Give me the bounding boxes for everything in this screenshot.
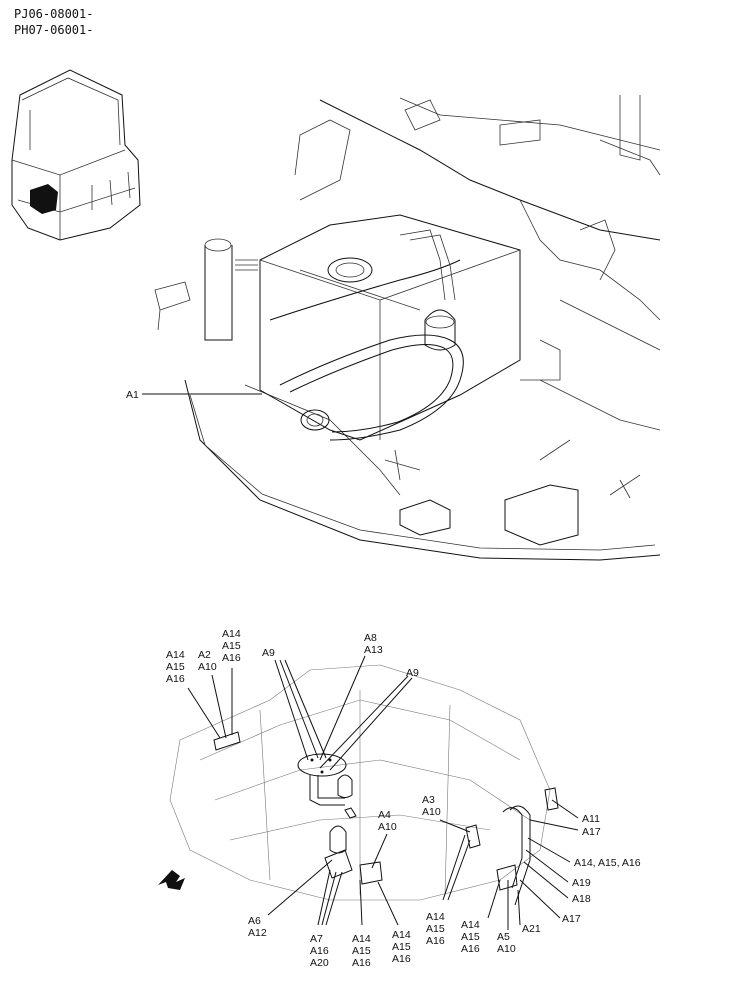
callout-g5-1: A8: [364, 632, 377, 644]
callout-g20-2: A15: [426, 923, 445, 935]
callout-g8-1: A3: [422, 794, 435, 806]
callout-g4: A9: [262, 647, 275, 659]
detail-leader-lines: [187, 655, 579, 930]
fuel-tank-detail-view: [158, 664, 559, 906]
callout-g15: A21: [522, 923, 541, 935]
upper-frame-assembly-view: [154, 95, 661, 561]
callout-g1-2: A15: [166, 661, 185, 673]
callout-g18-3: A16: [352, 957, 371, 969]
callout-g2-1: A2: [198, 649, 211, 661]
serial-range-2: PH07-06001-: [14, 23, 94, 37]
callout-g1-3: A16: [166, 673, 185, 685]
callout-g13: A18: [572, 893, 591, 905]
callout-g7-1: A4: [378, 809, 391, 821]
callout-g18-2: A15: [352, 945, 371, 957]
callout-g9: A11: [582, 813, 600, 825]
callout-g18-1: A14: [352, 933, 371, 945]
callout-g17-1: A7: [310, 933, 323, 945]
callout-g11: A14, A15, A16: [574, 857, 641, 869]
callout-g1-1: A14: [166, 649, 185, 661]
callout-g16-2: A12: [248, 927, 267, 939]
callout-g16-1: A6: [248, 915, 261, 927]
callout-g3-2: A15: [222, 640, 241, 652]
serial-range-1: PJ06-08001-: [14, 7, 94, 21]
callout-g12: A19: [572, 877, 591, 889]
callout-g22-1: A5: [497, 931, 510, 943]
callout-g20-3: A16: [426, 935, 445, 947]
callout-g20-1: A14: [426, 911, 445, 923]
direction-arrow-icon: [158, 870, 185, 890]
callout-g17-3: A20: [310, 957, 329, 969]
callout-g2-2: A10: [198, 661, 217, 673]
callout-g19-1: A14: [392, 929, 411, 941]
callout-g21-3: A16: [461, 943, 480, 955]
callout-g21-1: A14: [461, 919, 480, 931]
callout-g6: A9: [406, 667, 419, 679]
callout-g19-2: A15: [392, 941, 411, 953]
drawing-serial-header: PJ06-08001- PH07-06001-: [14, 6, 93, 38]
callout-g17-2: A16: [310, 945, 329, 957]
callout-g19-3: A16: [392, 953, 411, 965]
callout-a1: A1: [126, 389, 262, 401]
callout-g7-2: A10: [378, 821, 397, 833]
callout-g14: A17: [562, 913, 581, 925]
callout-a1-label: A1: [126, 389, 139, 401]
detail-callouts: A14 A15 A16 A2 A10 A14 A15 A16 A9 A8 A13…: [166, 628, 641, 969]
locator-thumbnail: [11, 69, 141, 241]
callout-g22-2: A10: [497, 943, 516, 955]
highlighted-area-marker: [30, 184, 58, 214]
callout-g10: A17: [582, 826, 601, 838]
callout-g3-1: A14: [222, 628, 241, 640]
callout-g3-3: A16: [222, 652, 241, 664]
callout-g5-2: A13: [364, 644, 383, 656]
callout-g8-2: A10: [422, 806, 441, 818]
callout-g21-2: A15: [461, 931, 480, 943]
